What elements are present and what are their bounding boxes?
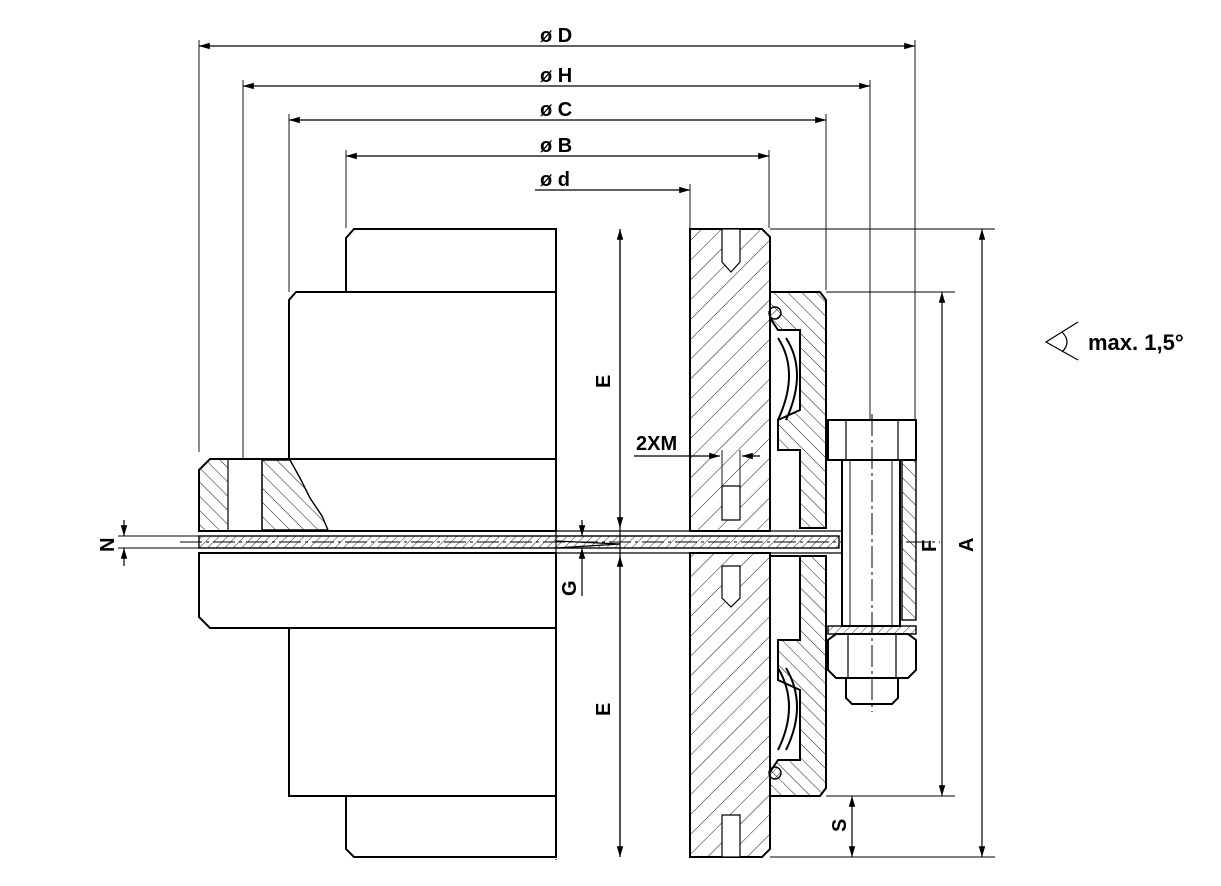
label-dimension-G: G bbox=[559, 580, 581, 596]
label-diameter-D: ø D bbox=[540, 25, 572, 47]
bolt-assembly bbox=[827, 414, 917, 712]
label-diameter-C: ø C bbox=[540, 99, 572, 121]
label-dimension-E-bottom: E bbox=[593, 703, 615, 716]
label-dimension-E-top: E bbox=[593, 375, 615, 388]
label-thread-2XM: 2XM bbox=[636, 433, 677, 455]
label-diameter-B: ø B bbox=[540, 135, 572, 157]
clamping-ring bbox=[768, 291, 827, 797]
label-diameter-d: ø d bbox=[540, 169, 570, 191]
label-dimension-F: F bbox=[919, 540, 941, 552]
diameter-dimensions bbox=[198, 40, 916, 458]
angle-tolerance-note: max. 1,5° bbox=[1088, 330, 1184, 355]
n-dimension bbox=[118, 520, 199, 566]
label-dimension-N: N bbox=[97, 538, 119, 552]
xm-dimension bbox=[634, 450, 760, 490]
vertical-dimensions bbox=[770, 228, 995, 858]
label-diameter-H: ø H bbox=[540, 65, 572, 87]
label-dimension-A: A bbox=[956, 538, 978, 552]
angle-symbol-icon bbox=[1044, 321, 1079, 361]
label-dimension-S: S bbox=[829, 819, 851, 832]
